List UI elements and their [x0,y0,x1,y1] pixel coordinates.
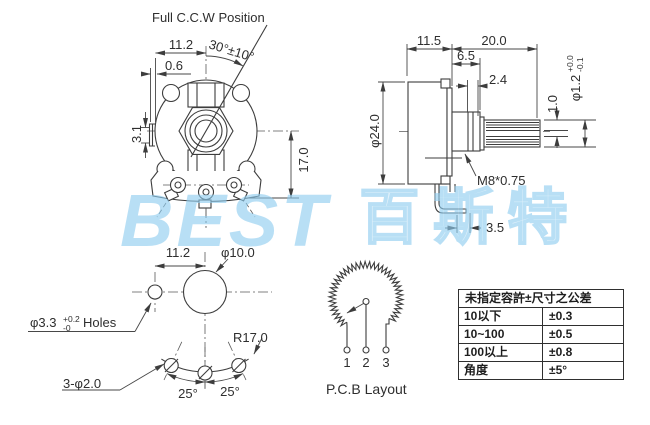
range-cell: 100以上 [459,344,543,361]
svg-text:+0.0: +0.0 [565,55,575,72]
svg-text:+0.2: +0.2 [63,314,80,324]
pcb-layout-schematic: 1 2 3 P.C.B Layout [326,259,407,397]
threaded-bushing [451,111,481,152]
svg-text:-0.1: -0.1 [575,57,585,72]
pin2-label: 2 [362,355,369,370]
dim-2-4-label: 2.4 [489,72,507,87]
front-view: Full C.C.W Position 11.2 30°±10° 0.6 3.1… [129,10,311,228]
table-row: 10以下 ±0.3 [459,308,623,326]
case-profile [407,81,448,185]
table-row: 10~100 ±0.5 [459,326,623,344]
dim-angle-right-label: 25° [220,384,240,399]
range-cell: 10~100 [459,326,543,343]
table-row: 100以上 ±0.8 [459,344,623,362]
dim-center-hole-label: φ10.0 [221,245,255,260]
pin3-pad [382,346,390,354]
dim-body-dia-label: φ24.0 [367,114,382,148]
tolerance-cell: ±0.8 [549,345,573,359]
thread-spec-label: M8*0.75 [477,173,525,188]
knurled-shaft [483,119,541,148]
dim-6-5-label: 6.5 [457,48,475,63]
dim-3-1-label: 3.1 [129,125,144,143]
svg-text:Holes: Holes [83,315,117,330]
svg-text:φ3.3: φ3.3 [30,315,57,330]
dim-angle-left-label: 25° [178,386,198,401]
dim-radius-label: R17.0 [233,330,268,345]
tolerance-table: 未指定容許±尺寸之公差 10以下 ±0.3 10~100 ±0.5 100以上 … [458,289,624,380]
dim-17-0-label: 17.0 [296,147,311,172]
side-hole [147,284,163,300]
mounting-flange [446,87,453,177]
pin1-pad [343,346,351,354]
dim-11-2-label: 11.2 [169,37,193,52]
dim-1-0-label: 1.0 [545,95,560,113]
center-hole [182,269,228,315]
dim-20-0-label: 20.0 [481,33,506,48]
range-cell: 角度 [459,362,543,379]
pin-holes-label: 3-φ2.0 [63,376,101,391]
dim-0-6-label: 0.6 [165,58,183,73]
pin3-label: 3 [382,355,389,370]
tolerance-table-header: 未指定容許±尺寸之公差 [459,290,623,308]
bent-terminal-leg [434,184,467,214]
svg-text:-0: -0 [63,323,71,333]
dim-hole-spacing-label: 11.2 [166,245,190,260]
slot-position-line [190,24,268,158]
pcb-layout-title: P.C.B Layout [326,381,407,397]
wiper-node [362,297,370,306]
pin2-pad [362,346,370,354]
pin1-label: 1 [343,355,350,370]
side-view: 11.5 20.0 6.5 2.4 φ24.0 1.0 φ1.2 +0.0 -0… [367,33,596,235]
dim-3-5-label: 3.5 [486,220,504,235]
resistive-track [327,259,405,328]
tolerance-cell: ±0.3 [549,309,573,323]
side-hole-callout: φ3.3 +0.2 -0 Holes [30,314,117,333]
full-ccw-label: Full C.C.W Position [152,10,265,25]
tolerance-cell: ±0.5 [549,327,573,341]
pcb-drill-view: 11.2 φ10.0 φ3.3 +0.2 -0 Holes R17.0 3-φ2… [28,245,272,401]
dim-11-5-label: 11.5 [417,33,441,48]
table-row: 角度 ±5° [459,362,623,379]
svg-text:φ1.2: φ1.2 [568,75,583,102]
dim-slot-dia-group: φ1.2 +0.0 -0.1 [565,55,585,101]
tolerance-cell: ±5° [549,363,568,377]
range-cell: 10以下 [459,308,543,325]
